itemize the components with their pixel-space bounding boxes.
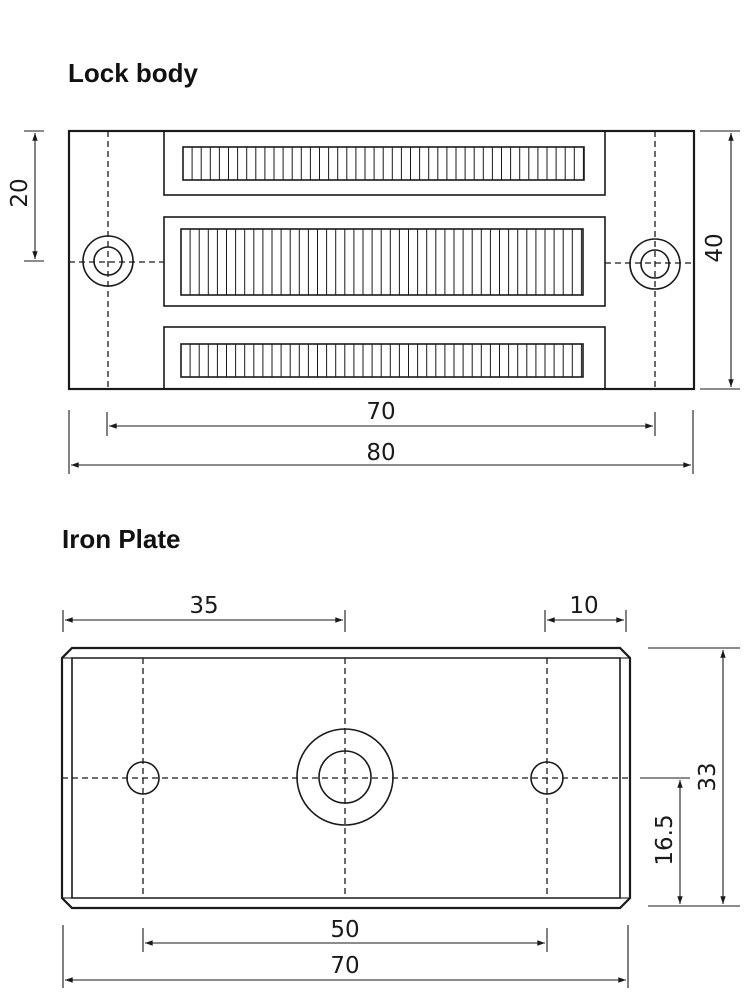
lock-body-title: Lock body (68, 58, 199, 88)
dim-70-label: 70 (366, 399, 395, 425)
lock-coil-lower-lines (189, 344, 582, 377)
dim-20-label: 20 (7, 178, 33, 207)
lock-coil-upper-lines (191, 147, 584, 180)
iron-plate-drawing: 35 10 33 16.5 50 70 (60, 593, 740, 988)
lock-coil-upper-frame (163, 130, 606, 196)
lock-body-drawing: 20 40 70 80 (7, 129, 740, 474)
dim-70-plate-label: 70 (330, 953, 359, 979)
dim-16-5-label: 16.5 (652, 814, 678, 865)
lock-coil-lower-grill (180, 343, 584, 378)
dim-80-label: 80 (366, 440, 395, 466)
dim-40-label: 40 (702, 233, 728, 262)
dim-10-label: 10 (569, 593, 598, 619)
lock-mount-hole-right-inner (640, 249, 670, 279)
lock-coil-middle-grill (180, 228, 584, 296)
lock-coil-middle-frame (163, 216, 606, 307)
lock-mount-hole-right-outer (629, 238, 681, 290)
lock-coil-middle-lines (189, 229, 582, 295)
iron-plate-outline (60, 646, 632, 910)
lock-coil-lower-frame (163, 326, 606, 390)
dim-33-label: 33 (695, 762, 721, 791)
dim-35-label: 35 (189, 593, 218, 619)
dim-50-label: 50 (330, 917, 359, 943)
iron-plate-title: Iron Plate (62, 524, 181, 554)
